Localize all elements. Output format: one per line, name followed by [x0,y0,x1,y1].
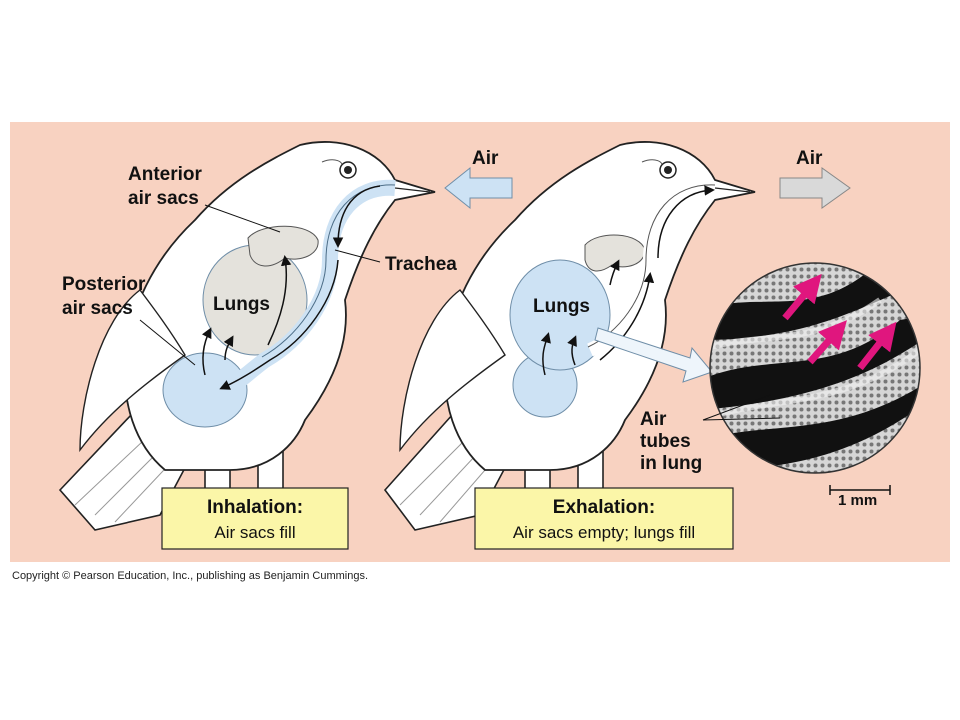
svg-text:Posterior air sacs: Posterior air sacs [62,274,151,319]
leader-anterior [204,204,281,233]
label-trachea: Trachea [385,254,457,275]
svg-text:Air tubes in lung: Air tubes in lung [640,409,702,474]
leader-posterior [139,319,196,366]
label-scale-bar: 1 mm [838,492,877,509]
caption-inhalation: Inhalation: Air sacs fill [161,487,349,550]
scale-bar [829,485,891,495]
bird-inhalation [58,141,436,531]
caption-exhalation-subtitle: Air sacs empty; lungs fill [513,523,695,542]
leader-lines [139,204,781,421]
caption-inhalation-title: Inhalation: [207,497,303,518]
label-air-in: Air [472,148,499,169]
caption-exhalation: Exhalation: Air sacs empty; lungs fill [474,487,734,550]
copyright-notice: Copyright © Pearson Education, Inc., pub… [12,570,369,582]
label-air-tubes-3: in lung [640,453,702,474]
caption-exhalation-title: Exhalation: [553,497,655,518]
trachea [587,180,716,357]
label-air-tubes-2: tubes [640,431,691,452]
bird-exhalation [383,141,756,531]
micrograph-arrow [857,321,897,371]
label-lungs-inhalation: Lungs [213,294,270,315]
label-posterior-air-sacs-2: air sacs [62,298,133,319]
lungs [509,259,611,371]
lung-micrograph [709,262,921,474]
bird-wing [399,289,506,453]
air-out-arrow [779,167,851,209]
label-anterior-air-sacs-2: air sacs [128,188,199,209]
anterior-air-sacs [584,234,646,272]
label-air-tubes-1: Air [640,409,667,430]
leader-air-tubes-1 [702,394,771,421]
posterior-air-sac [162,352,248,428]
micrograph-arrow [807,320,847,365]
caption-inhalation-subtitle: Air sacs fill [214,523,295,542]
svg-text:Anterior air sacs: Anterior air sacs [128,164,207,209]
leader-trachea [334,249,381,263]
bird-wing [79,289,186,453]
label-lungs-exhalation: Lungs [533,296,590,317]
micrograph-callout-arrow [594,327,713,383]
micrograph-arrow [782,273,822,321]
anterior-air-sacs [247,225,319,267]
label-air-out: Air [796,148,823,169]
label-posterior-air-sacs-1: Posterior [62,274,146,295]
label-anterior-air-sacs-1: Anterior [128,164,203,185]
leader-air-tubes-2 [702,417,781,421]
air-in-arrow [444,166,513,210]
